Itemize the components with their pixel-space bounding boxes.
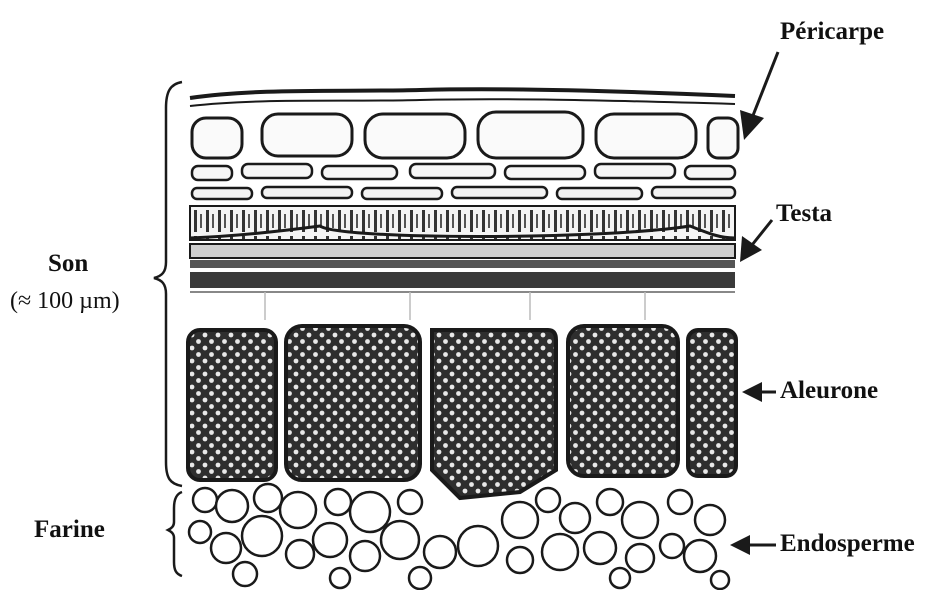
testa-arrow bbox=[740, 220, 772, 262]
endosperme-arrow bbox=[730, 535, 776, 555]
pericarp-layer bbox=[190, 89, 738, 199]
hyaline-layer bbox=[265, 292, 645, 320]
aleurone-arrow bbox=[742, 382, 776, 402]
aleurone-layer bbox=[188, 326, 736, 498]
aleurone-label: Aleurone bbox=[780, 377, 878, 405]
son-size-label: (≈ 100 µm) bbox=[10, 288, 120, 315]
son-brace bbox=[154, 82, 182, 486]
testa-label: Testa bbox=[776, 200, 832, 228]
testa-layer bbox=[190, 244, 735, 292]
farine-label: Farine bbox=[34, 516, 105, 544]
pericarpe-label: Péricarpe bbox=[780, 18, 884, 46]
cross-cell-layer bbox=[190, 206, 735, 240]
endosperme-label: Endosperme bbox=[780, 530, 915, 558]
son-label: Son bbox=[48, 250, 88, 278]
farine-brace bbox=[168, 492, 182, 576]
pericarpe-arrow bbox=[740, 52, 778, 140]
